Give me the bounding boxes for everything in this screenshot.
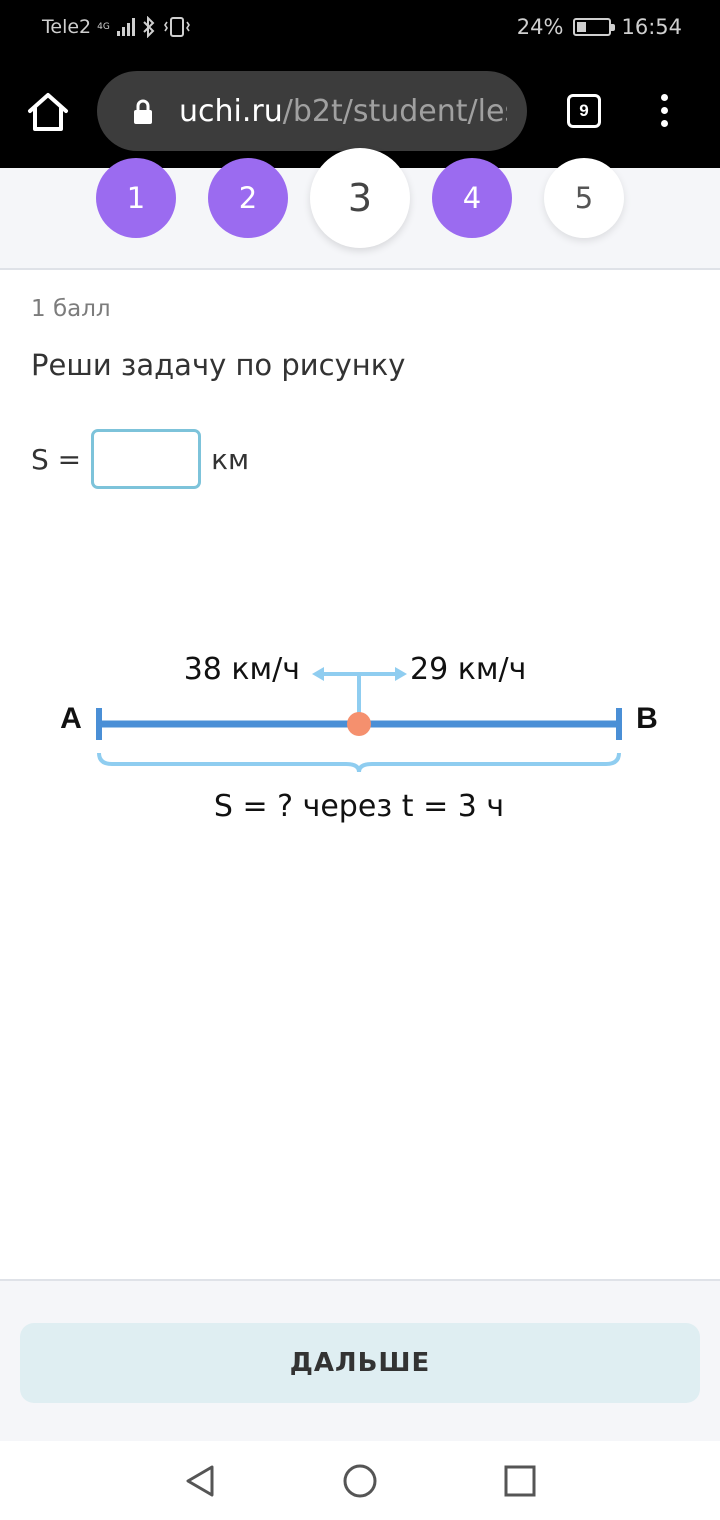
step-4[interactable]: 4: [432, 158, 512, 238]
lock-icon: [134, 99, 152, 124]
arrow-right-icon: [395, 667, 407, 681]
back-icon[interactable]: [180, 1461, 220, 1501]
point-b-label: B: [636, 702, 658, 735]
carrier-name: Tele2: [42, 16, 92, 38]
motion-diagram: A B 38 км/ч 29 км/ч S = ? через t = 3 ч: [60, 652, 658, 824]
url-domain: uchi.ru: [179, 94, 283, 129]
battery-icon: [573, 18, 616, 36]
url-path: /b2t/student/les: [282, 94, 507, 129]
tab-switcher-button[interactable]: 9: [567, 94, 601, 128]
vibrate-icon: [164, 17, 191, 37]
footer: ДАЛЬШЕ: [0, 1279, 720, 1441]
signal-icon: [117, 18, 136, 36]
distance-caption: S = ? через t = 3 ч: [214, 789, 504, 824]
answer-unit: км: [211, 442, 250, 476]
step-2[interactable]: 2: [208, 158, 288, 238]
menu-dots-icon[interactable]: [654, 94, 674, 132]
next-button[interactable]: ДАЛЬШЕ: [20, 1323, 700, 1403]
step-navigation: 1 2 3 4 5: [0, 148, 720, 270]
system-nav-bar: [0, 1441, 720, 1520]
recents-icon[interactable]: [500, 1461, 540, 1501]
status-right: 24% 16:54: [517, 15, 682, 39]
arrow-left-icon: [312, 667, 324, 681]
clock: 16:54: [621, 15, 682, 39]
right-speed-label: 29 км/ч: [410, 652, 526, 687]
step-5[interactable]: 5: [544, 158, 624, 238]
browser-toolbar: uchi.ru/b2t/student/les 9: [0, 56, 720, 168]
left-speed-label: 38 км/ч: [184, 652, 300, 687]
status-bar: Tele2 4G 24% 16:54: [0, 0, 720, 56]
network-type: 4G: [97, 21, 110, 32]
address-bar[interactable]: uchi.ru/b2t/student/les: [97, 71, 527, 151]
task-points: 1 балл: [31, 296, 111, 322]
answer-prefix: S =: [31, 442, 82, 476]
step-1[interactable]: 1: [96, 158, 176, 238]
home-icon[interactable]: [26, 90, 70, 134]
answer-row: S = км: [31, 429, 249, 489]
home-nav-icon[interactable]: [340, 1461, 380, 1501]
task-title: Реши задачу по рисунку: [31, 348, 406, 382]
answer-input[interactable]: [91, 429, 202, 489]
status-left: Tele2 4G: [42, 16, 191, 38]
start-point-dot: [347, 712, 371, 736]
point-a-label: A: [60, 702, 82, 735]
url-text: uchi.ru/b2t/student/les: [179, 93, 507, 131]
distance-brace: [97, 752, 621, 773]
battery-percent: 24%: [516, 15, 564, 39]
bluetooth-icon: [143, 16, 155, 38]
step-3-current[interactable]: 3: [310, 148, 410, 248]
